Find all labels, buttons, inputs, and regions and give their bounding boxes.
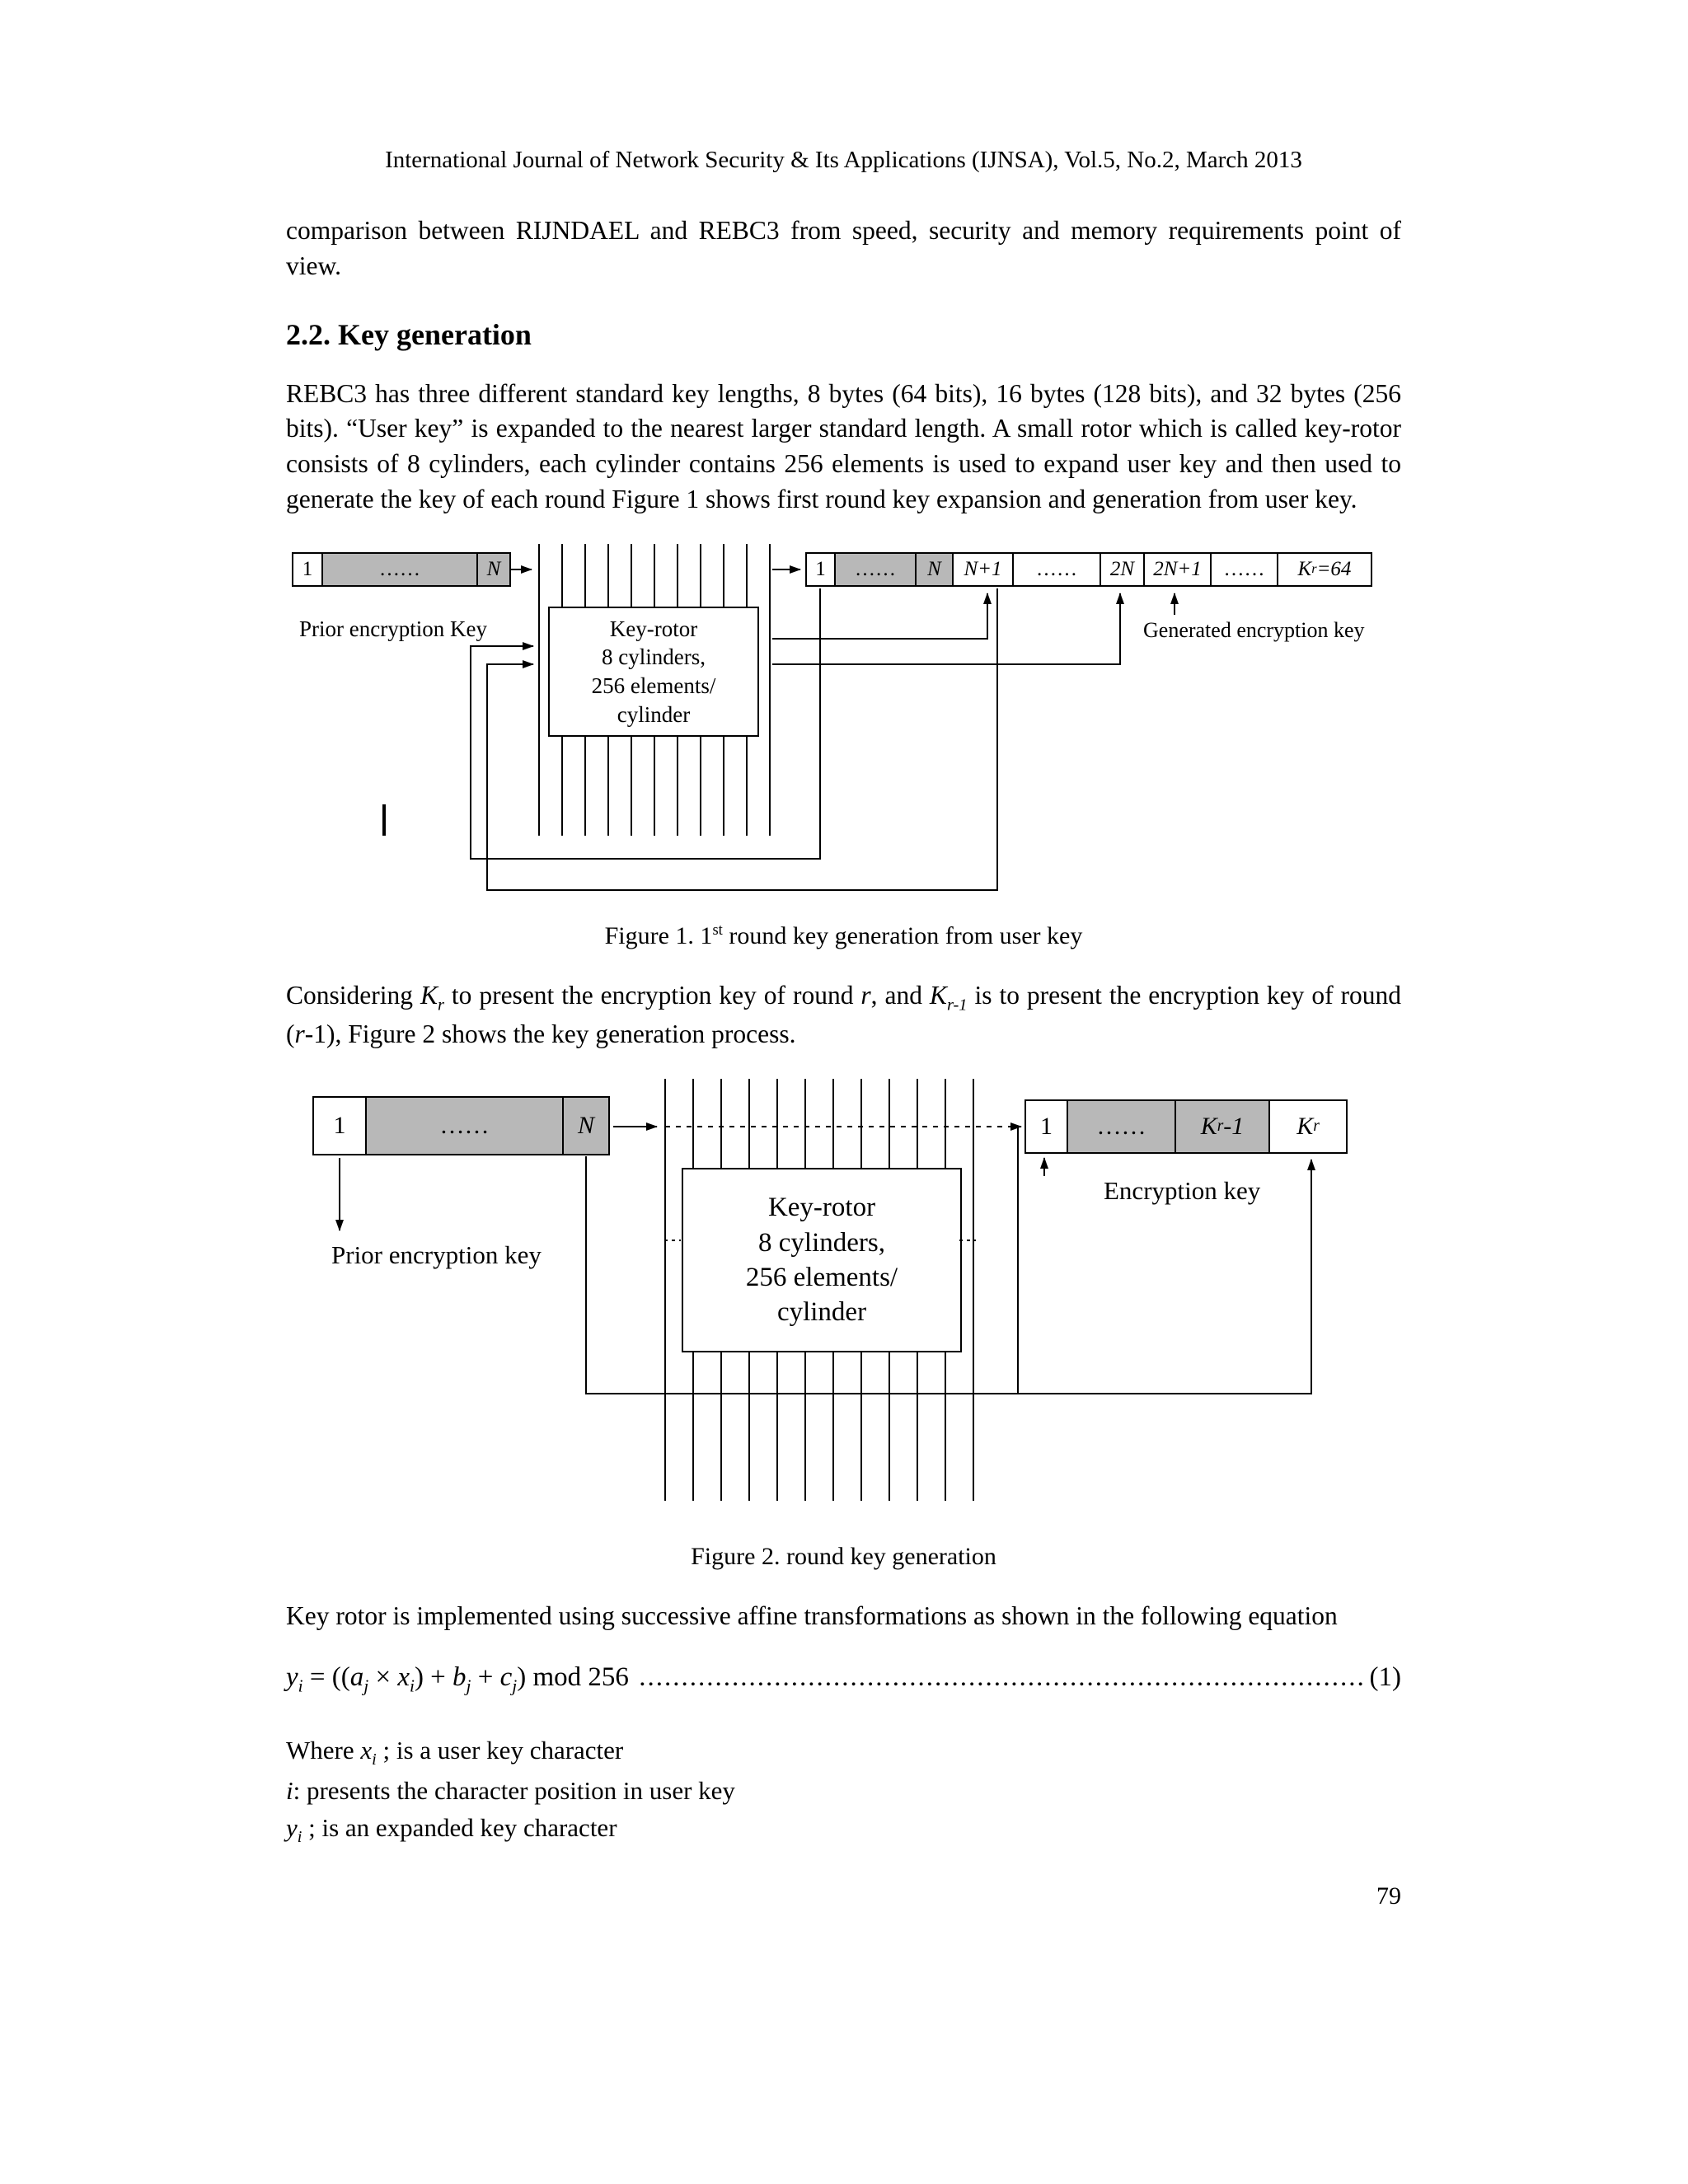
figure-2: 1 …… N Prior encryption key Key-rotor 8 … [286,1078,1401,1528]
equation-intro-paragraph: Key rotor is implemented using successiv… [286,1601,1338,1630]
key-cell-1: 1 [805,551,836,587]
key-cell-1: 1 [1025,1099,1068,1154]
equation-dotted-leader: ........................................… [639,1661,1362,1692]
key-cell-2n: 2N [1100,551,1145,587]
rotor-line: cylinder [617,701,691,727]
figure-2-caption: Figure 2. round key generation [691,1542,996,1570]
key-rotor-box: Key-rotor 8 cylinders, 256 elements/ cyl… [682,1167,962,1352]
where-clause: Where xi ; is a user key character i: pr… [286,1732,1401,1849]
key-cell-1: 1 [312,1095,367,1155]
encryption-key-label: Encryption key [1104,1175,1261,1205]
equation-number: (1) [1369,1661,1401,1692]
rotor-line: 8 cylinders, [602,644,706,670]
rotor-line: cylinder [776,1297,867,1328]
key-cell-n1: N+1 [952,551,1014,587]
key-cell-n: N [476,551,511,587]
generated-encryption-key-label: Generated encryption key [1143,617,1365,642]
key-cell-dots: …… [1067,1099,1176,1154]
stray-mark [382,804,386,836]
rotor-line: 256 elements/ [591,673,716,698]
key-cell-n: N [562,1095,610,1155]
page-number: 79 [1376,1882,1401,1910]
key-cell-2n1: 2N+1 [1143,551,1212,587]
key-cell-dots: …… [1210,551,1278,587]
figure-1-arrows [382,565,1179,891]
where-line-i: i: presents the character position in us… [286,1775,735,1805]
key-rotor-box: Key-rotor 8 cylinders, 256 elements/ cyl… [548,606,759,737]
rotor-line: Key-rotor [767,1193,876,1223]
key-cell-1: 1 [292,551,323,587]
rotor-line: 256 elements/ [745,1262,898,1292]
figure-1-caption: Figure 1. 1st round key generation from … [604,921,1083,949]
figure-1: 1 …… N Prior encryption Key Key-rotor 8 … [286,543,1401,907]
fig1-prior-key-row: 1 …… N [292,551,511,587]
rotor-line: 8 cylinders, [758,1227,885,1258]
key-generation-paragraph: REBC3 has three different standard key l… [286,378,1401,514]
where-line-x: Where xi ; is a user key character [286,1736,624,1769]
equation-1: yi = ((aj × xi) + bj + cj) mod 256 .....… [286,1662,1401,1697]
key-cell-dots: …… [1012,551,1101,587]
intro-paragraph: comparison between RIJNDAEL and REBC3 fr… [286,216,1401,280]
fig2-prior-key-row: 1 …… N [312,1095,610,1155]
journal-header: International Journal of Network Securit… [385,147,1302,173]
considering-paragraph: Considering Kr to present the encryption… [286,980,1402,1049]
prior-encryption-key-label: Prior encryption Key [299,616,487,641]
prior-encryption-key-label: Prior encryption key [331,1240,542,1269]
key-cell-dots: …… [321,551,478,587]
key-cell-dots: …… [365,1095,564,1155]
equation-math: yi = ((aj × xi) + bj + cj) mod 256 [286,1661,636,1696]
section-heading-key-generation: 2.2. Key generation [286,317,532,351]
key-cell-n: N [915,551,954,587]
key-cell-dots: …… [834,551,917,587]
rotor-line: Key-rotor [609,616,698,641]
where-line-y: yi ; is an expanded key character [286,1812,617,1846]
